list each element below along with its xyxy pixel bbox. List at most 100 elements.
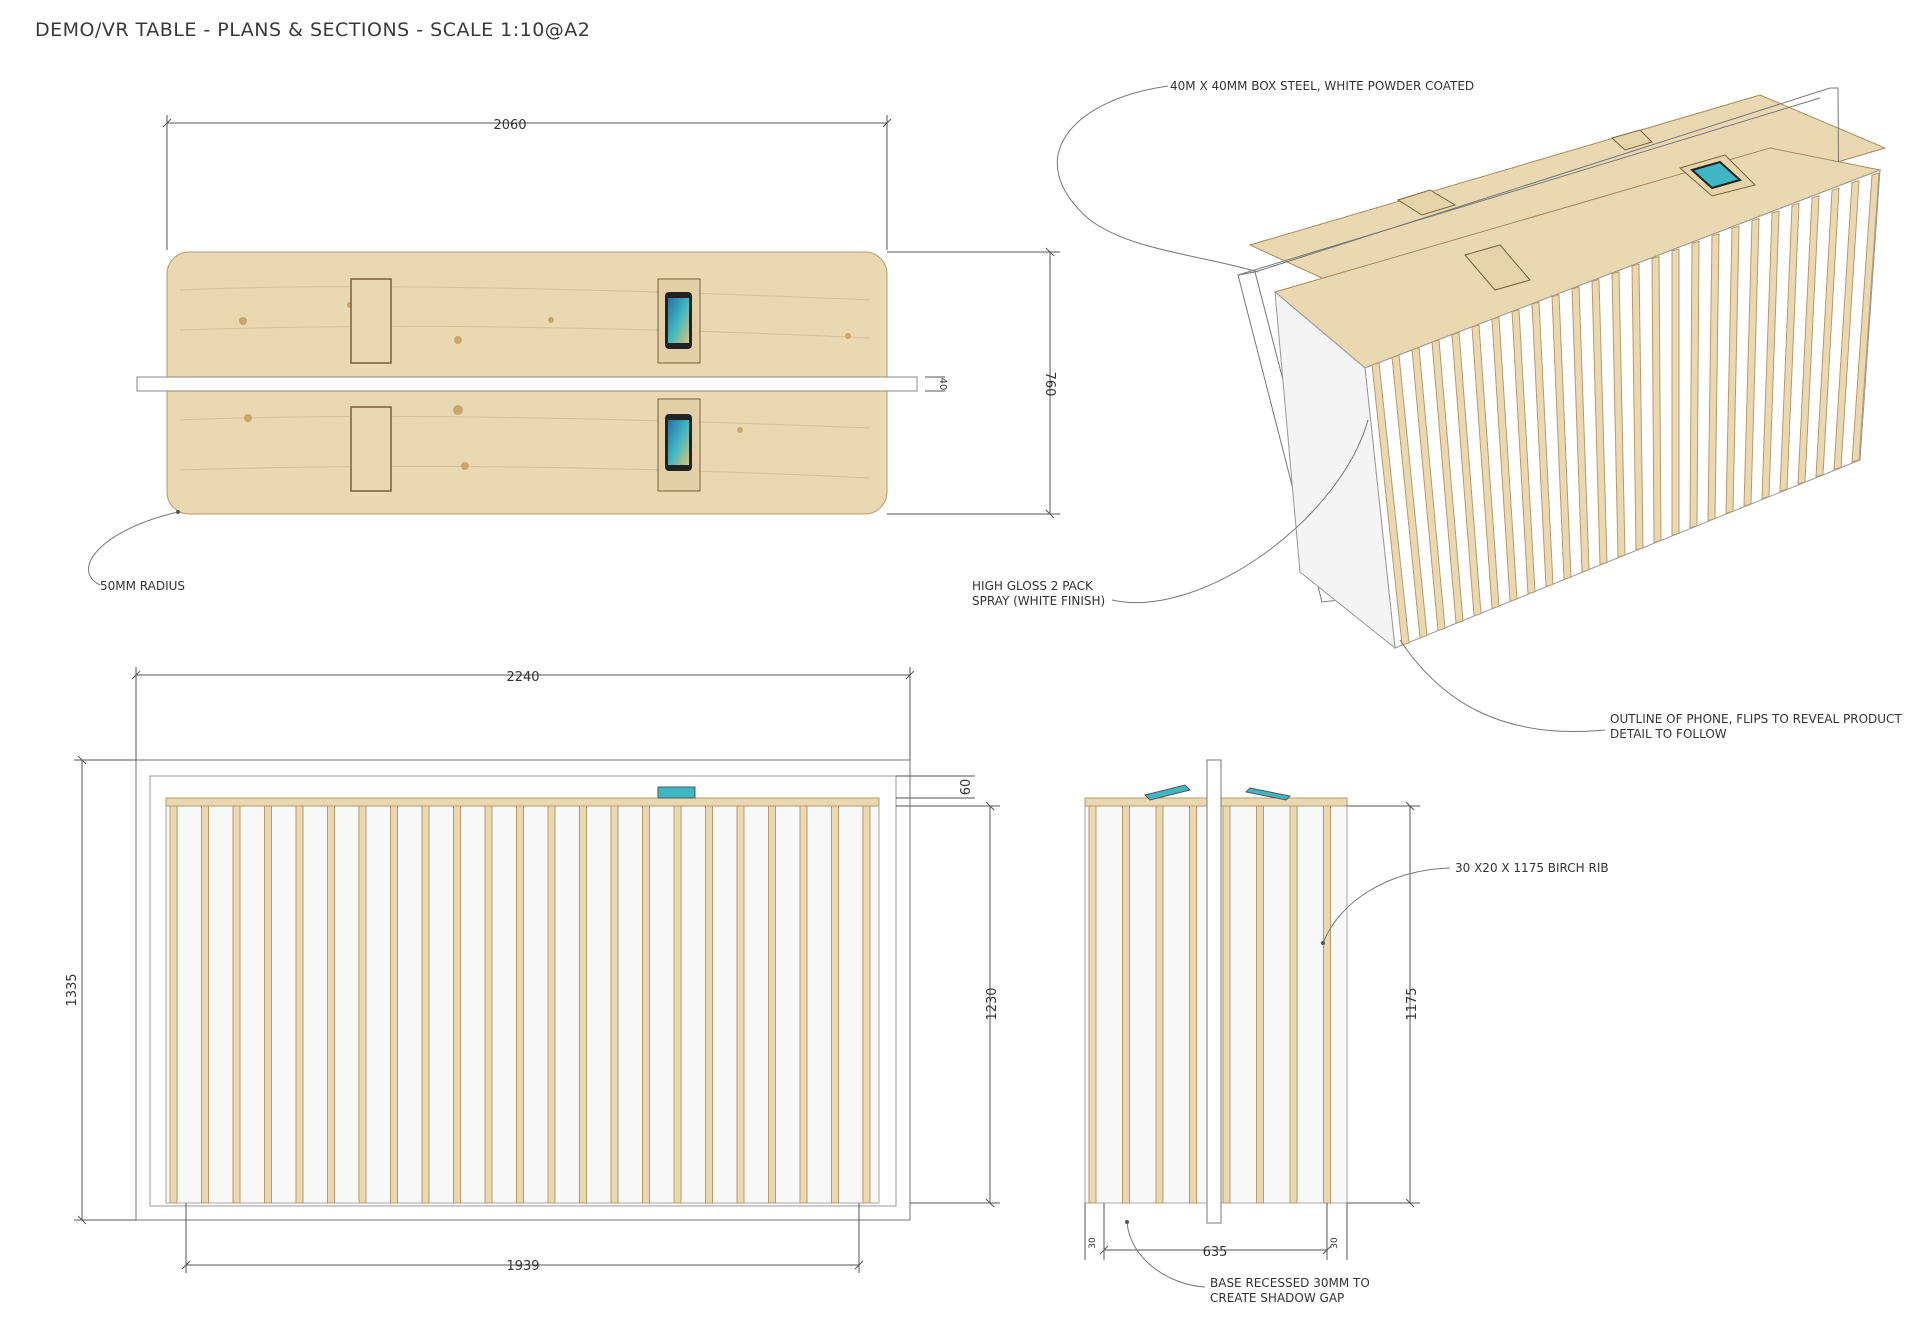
- birch-rib: [1122, 805, 1130, 1204]
- perspective-hatch: [1464, 244, 1531, 291]
- plan-steel-bar: [136, 376, 918, 392]
- birch-rib: [610, 805, 619, 1204]
- phone-icon: [665, 292, 692, 349]
- plan-hatch-lower: [350, 406, 392, 492]
- phone-icon: [657, 786, 696, 799]
- birch-rib: [1631, 263, 1644, 551]
- birch-rib: [421, 805, 430, 1204]
- steel-note: 40M X 40MM BOX STEEL, WHITE POWDER COATE…: [1170, 79, 1474, 93]
- birch-rib: [169, 805, 178, 1204]
- front-body-height-dim: 1230: [985, 987, 1000, 1020]
- front-width-dim: 2240: [506, 670, 539, 685]
- birch-rib: [1779, 202, 1800, 492]
- birch-rib: [1671, 248, 1680, 536]
- birch-rib: [1088, 805, 1097, 1204]
- birch-rib: [327, 805, 335, 1204]
- birch-rib: [736, 805, 745, 1204]
- birch-rib: [1371, 362, 1410, 646]
- side-phone-flap: [1244, 787, 1292, 801]
- plan-hatch-upper: [350, 278, 392, 364]
- birch-rib: [1591, 278, 1608, 566]
- birch-rib: [1761, 210, 1780, 500]
- front-base-dim: 1939: [506, 1259, 539, 1274]
- birch-rib: [1833, 179, 1860, 470]
- perspective-view: 40M X 40MM BOX STEEL, WHITE POWDER COATE…: [972, 79, 1902, 741]
- birch-rib: [1725, 225, 1740, 514]
- base-note-1: BASE RECESSED 30MM TO: [1210, 1276, 1370, 1290]
- birch-rib: [1571, 286, 1590, 573]
- birch-rib: [768, 805, 776, 1204]
- birch-rib: [516, 805, 524, 1204]
- birch-rib: [862, 805, 871, 1204]
- side-small-dim-right: 30: [1330, 1237, 1340, 1249]
- birch-rib: [1651, 255, 1662, 544]
- birch-rib: [1551, 293, 1572, 580]
- rib-note: 30 X20 X 1175 BIRCH RIB: [1455, 861, 1609, 875]
- birch-rib: [1531, 301, 1554, 588]
- birch-rib: [1743, 217, 1760, 507]
- birch-rib: [1451, 331, 1482, 617]
- birch-rib: [1815, 187, 1840, 478]
- birch-rib: [201, 805, 209, 1204]
- birch-rib: [1471, 324, 1500, 610]
- birch-rib: [642, 805, 650, 1204]
- front-steel-frame-outer: [135, 759, 911, 1221]
- side-ribs: [1088, 805, 1331, 1204]
- perspective-phone-slot: [1611, 129, 1653, 151]
- birch-rib: [1289, 805, 1298, 1204]
- birch-rib: [1689, 240, 1700, 529]
- birch-rib: [1189, 805, 1197, 1204]
- birch-rib: [705, 805, 713, 1204]
- gloss-note-2: SPRAY (WHITE FINISH): [972, 594, 1105, 608]
- plan-width-dim: 2060: [493, 118, 526, 133]
- perspective-hatch: [1396, 189, 1457, 216]
- front-elevation: 2240 1335 60 1230 1939: [65, 667, 1000, 1274]
- wood-grain: [179, 286, 871, 479]
- birch-rib: [1256, 805, 1264, 1204]
- front-top-dim: 60: [959, 779, 974, 796]
- birch-rib: [264, 805, 272, 1204]
- side-base-dim: 635: [1203, 1245, 1228, 1260]
- plan-depth-dim: 760: [1042, 372, 1057, 397]
- side-phone-flap: [1144, 784, 1191, 801]
- front-height-dim: 1335: [65, 973, 80, 1006]
- front-steel-frame-inner: [149, 775, 897, 1207]
- phone-note-2: DETAIL TO FOLLOW: [1610, 727, 1727, 741]
- perspective-ribs: [1371, 172, 1880, 646]
- perspective-side-face: [1274, 290, 1396, 650]
- birch-rib: [484, 805, 493, 1204]
- birch-rib: [1851, 172, 1880, 463]
- birch-rib: [232, 805, 241, 1204]
- front-tabletop: [165, 797, 880, 807]
- drawing-title: DEMO/VR TABLE - PLANS & SECTIONS - SCALE…: [35, 19, 590, 41]
- birch-rib: [1222, 805, 1231, 1204]
- plan-view: 2060 40: [88, 115, 1060, 593]
- phone-icon: [665, 414, 692, 471]
- birch-rib: [673, 805, 682, 1204]
- birch-rib: [1511, 309, 1536, 595]
- birch-rib: [295, 805, 304, 1204]
- birch-rib: [453, 805, 461, 1204]
- birch-rib: [799, 805, 808, 1204]
- birch-rib: [1611, 271, 1626, 558]
- front-ribs: [169, 805, 871, 1204]
- birch-rib: [579, 805, 587, 1204]
- birch-rib: [831, 805, 839, 1204]
- plan-bar-dim: 40: [937, 378, 948, 391]
- birch-rib: [390, 805, 398, 1204]
- birch-rib: [1323, 805, 1331, 1204]
- birch-rib: [1431, 339, 1464, 624]
- birch-rib: [1411, 347, 1446, 632]
- side-section: 1175 635 30 30 30 X20 X 1175 BIRCH RIB B…: [1084, 759, 1609, 1305]
- birch-rib: [1491, 316, 1518, 602]
- birch-rib: [1391, 354, 1428, 639]
- side-small-dim-left: 30: [1088, 1237, 1098, 1249]
- birch-rib: [1155, 805, 1164, 1204]
- birch-rib: [358, 805, 367, 1204]
- base-note-2: CREATE SHADOW GAP: [1210, 1291, 1344, 1305]
- side-rib-height-dim: 1175: [1405, 987, 1420, 1020]
- phone-note-1: OUTLINE OF PHONE, FLIPS TO REVEAL PRODUC…: [1610, 712, 1902, 726]
- wood-knots: [239, 302, 851, 470]
- birch-rib: [1707, 233, 1720, 522]
